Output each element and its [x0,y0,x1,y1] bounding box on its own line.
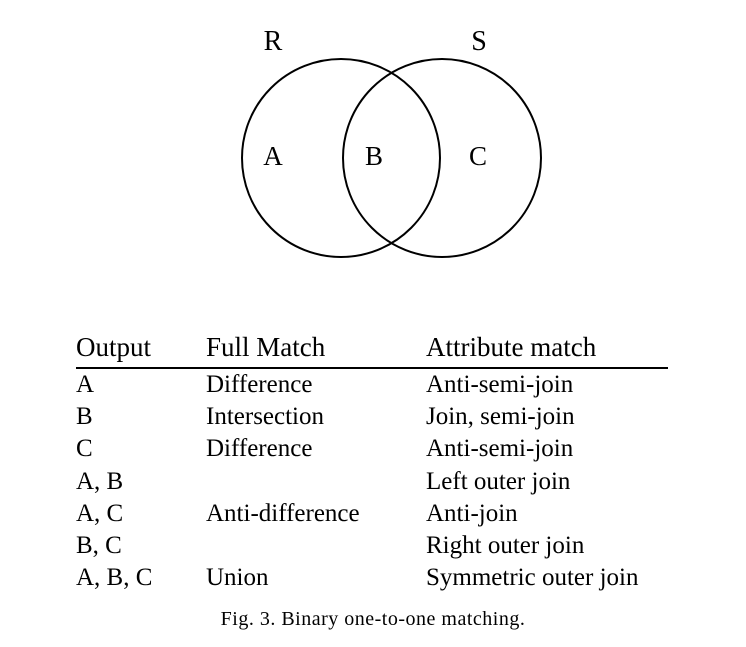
cell-output: A [76,371,95,398]
set-r-circle [241,58,441,258]
venn-diagram: R S A B C [241,26,542,258]
header-full-match: Full Match [206,332,326,362]
cell-output: B, C [76,532,122,559]
set-label-s: S [471,26,487,57]
figure-caption: Fig. 3. Binary one-to-one matching. [220,608,526,630]
matching-table: Output Full Match Attribute match A Diff… [76,332,668,591]
cell-attribute-match: Anti-semi-join [426,371,574,398]
cell-full-match: Anti-difference [206,500,360,527]
cell-output: A, B, C [76,564,153,591]
cell-attribute-match: Right outer join [426,532,585,559]
cell-full-match: Difference [206,435,313,462]
cell-attribute-match: Left outer join [426,468,571,495]
region-label-a: A [263,141,283,171]
cell-output: A, B [76,468,124,495]
cell-attribute-match: Anti-semi-join [426,435,574,462]
set-s-circle [342,58,542,258]
region-label-b: B [365,141,383,171]
cell-attribute-match: Join, semi-join [426,403,575,430]
cell-full-match: Difference [206,371,313,398]
cell-full-match: Intersection [206,403,325,430]
set-label-r: R [264,26,283,57]
cell-attribute-match: Anti-join [426,500,518,527]
region-label-c: C [469,141,487,171]
header-attribute-match: Attribute match [426,332,597,362]
header-rule [76,367,668,369]
cell-output: B [76,403,93,430]
cell-output: C [76,435,93,462]
header-output: Output [76,332,152,362]
cell-output: A, C [76,500,124,527]
cell-attribute-match: Symmetric outer join [426,564,639,591]
cell-full-match: Union [206,564,269,591]
